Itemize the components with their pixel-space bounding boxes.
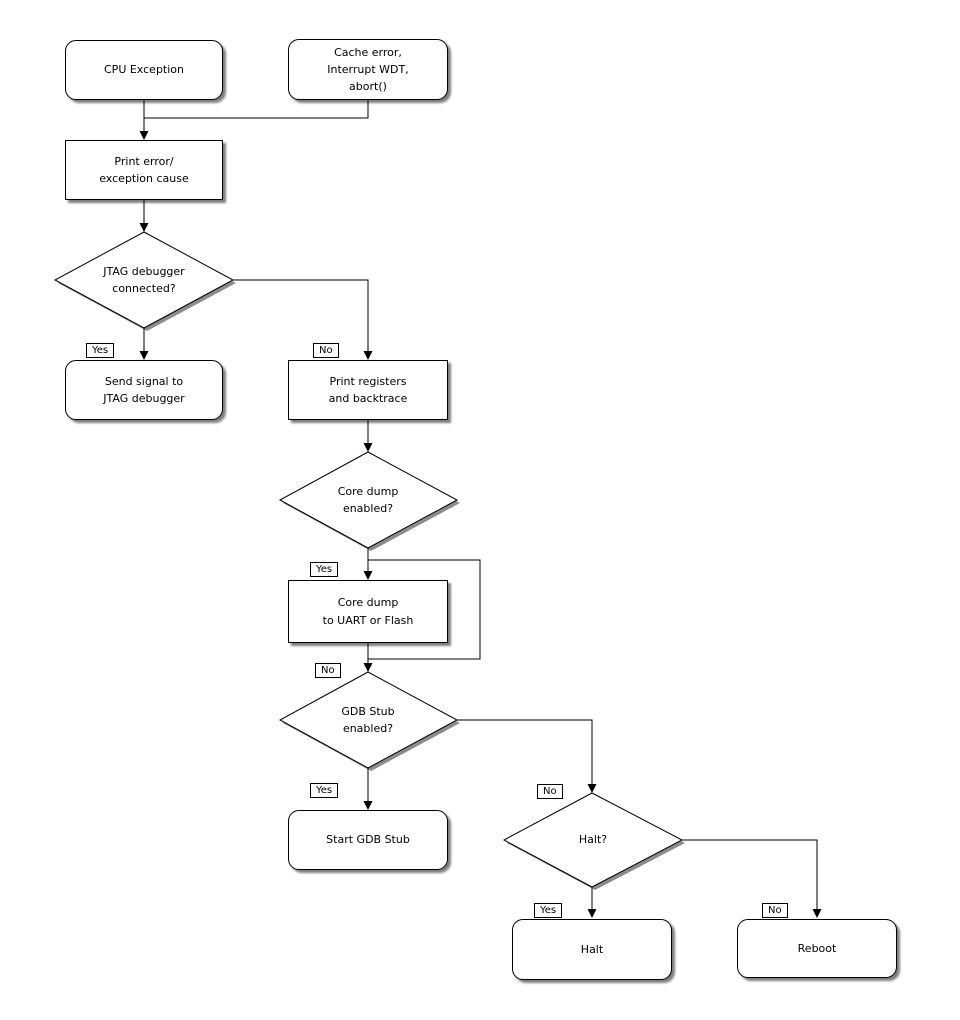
- edge-label-gdb-no: No: [537, 784, 563, 799]
- node-print-registers: Print registers and backtrace: [288, 360, 448, 420]
- decision-jtag-shape: [53, 231, 235, 329]
- node-print-error-label: Print error/ exception cause: [99, 154, 189, 185]
- decision-halt-label: Halt?: [578, 833, 608, 847]
- node-send-signal-jtag-label: Send signal to JTAG debugger: [103, 374, 185, 405]
- decision-gdb-shape: [278, 671, 459, 769]
- node-start-gdb-stub: Start GDB Stub: [288, 810, 448, 870]
- node-send-signal-jtag: Send signal to JTAG debugger: [65, 360, 223, 420]
- node-cpu-exception-label: CPU Exception: [104, 63, 184, 77]
- node-halt: Halt: [512, 919, 672, 980]
- node-print-error: Print error/ exception cause: [65, 140, 223, 200]
- arrowheads: [139, 131, 822, 918]
- decision-halt-shape: [502, 792, 684, 888]
- edge-label-jtag-no: No: [313, 343, 339, 358]
- node-start-gdb-stub-label: Start GDB Stub: [326, 833, 410, 847]
- node-halt-label: Halt: [580, 942, 604, 956]
- node-reboot: Reboot: [737, 919, 897, 978]
- edge-halt-no: [682, 839, 818, 917]
- edge-label-coredump-no: No: [315, 663, 341, 678]
- node-cache-error: Cache error, Interrupt WDT, abort(): [288, 39, 448, 100]
- edge-label-coredump-yes: Yes: [310, 562, 339, 577]
- node-print-registers-label: Print registers and backtrace: [328, 374, 408, 405]
- decision-gdb-label: GDB Stub enabled?: [341, 704, 395, 735]
- decision-shapes: [53, 231, 685, 890]
- edge-cache-error-merge: [144, 100, 369, 119]
- node-reboot-label: Reboot: [797, 941, 837, 955]
- edge-label-gdb-yes: Yes: [310, 783, 339, 798]
- edge-label-halt-no: No: [762, 903, 788, 918]
- edge-label-halt-yes: Yes: [534, 903, 563, 918]
- decision-coredump-shape: [278, 451, 459, 549]
- edge-gdb-no: [457, 719, 593, 792]
- edge-jtag-no: [233, 279, 369, 359]
- decision-coredump-label: Core dump enabled?: [337, 484, 399, 515]
- node-core-dump-uart-flash-label: Core dump to UART or Flash: [322, 596, 414, 627]
- edge-coredump-no-bypass: [368, 559, 481, 660]
- node-cpu-exception: CPU Exception: [65, 40, 223, 100]
- edge-label-jtag-yes: Yes: [86, 343, 115, 358]
- node-cache-error-label: Cache error, Interrupt WDT, abort(): [327, 45, 409, 94]
- decision-jtag-label: JTAG debugger connected?: [103, 264, 185, 295]
- node-core-dump-uart-flash: Core dump to UART or Flash: [288, 580, 448, 643]
